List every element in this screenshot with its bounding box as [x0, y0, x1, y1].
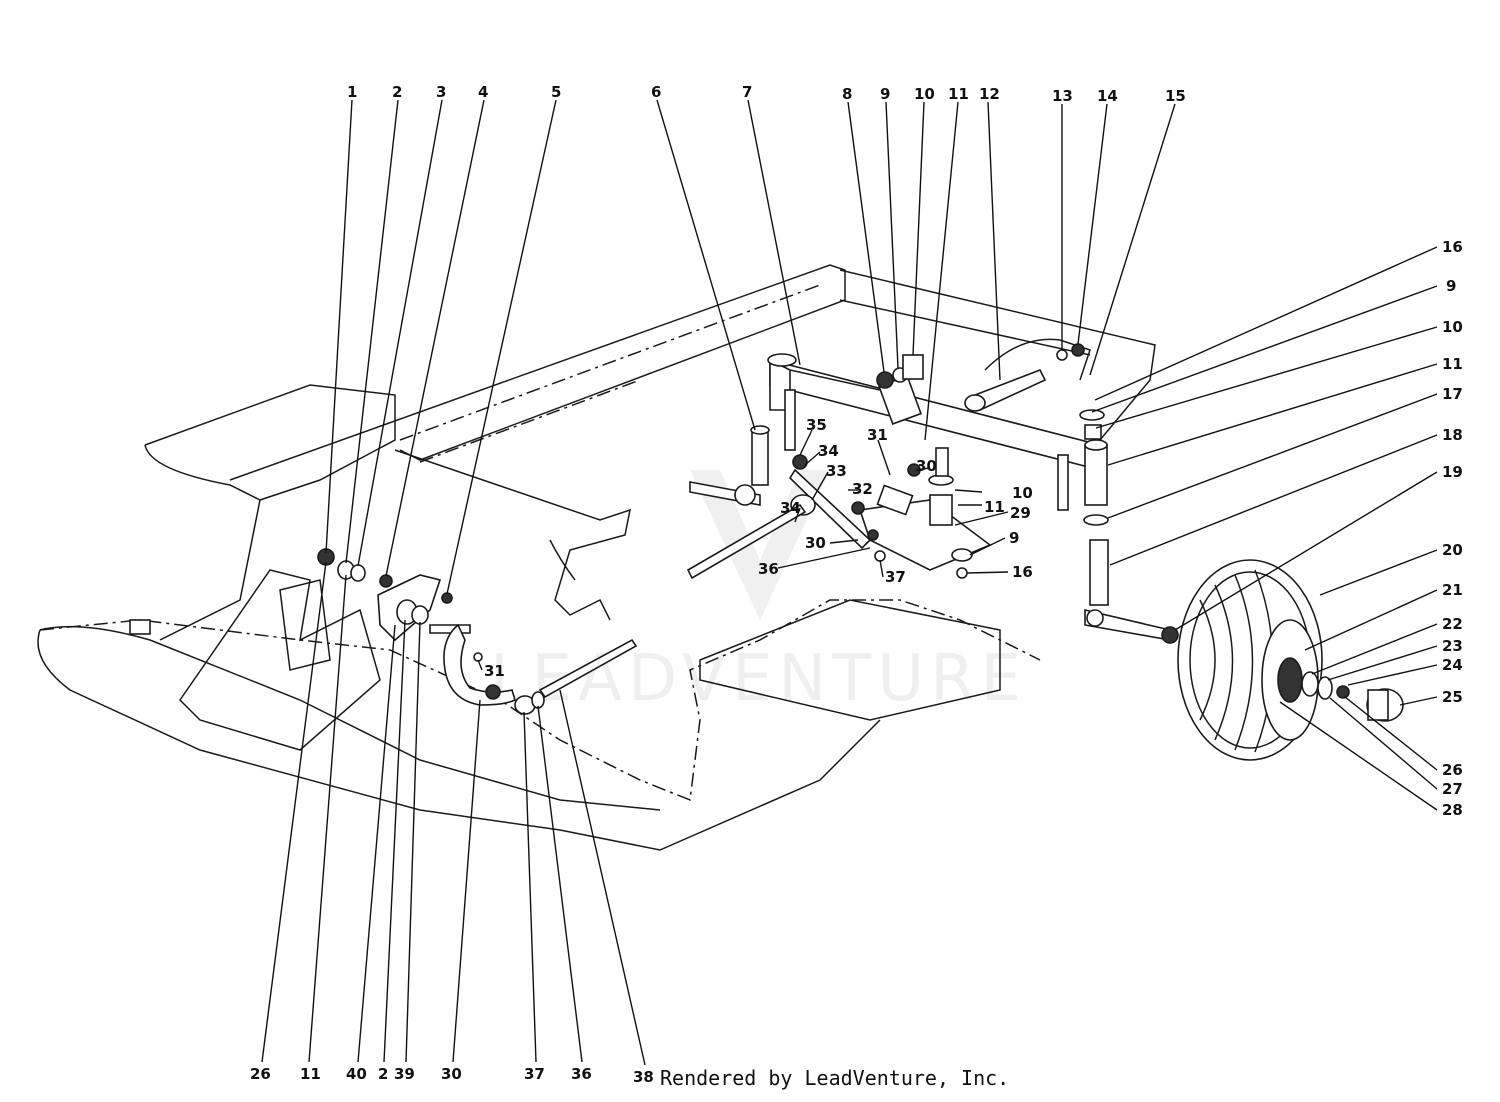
callout-33: 33	[826, 462, 847, 480]
callout-31-left: 31	[484, 662, 505, 680]
leader-lines	[261, 99, 1438, 1066]
callout-6: 6	[651, 83, 661, 101]
callout-11-right: 11	[1442, 355, 1463, 373]
callout-18-right: 18	[1442, 426, 1463, 444]
callout-27-right: 27	[1442, 780, 1463, 798]
callout-16-middle: 16	[1012, 563, 1033, 581]
callout-37-bottom: 37	[524, 1065, 545, 1083]
callout-39-bottom: 39	[394, 1065, 415, 1083]
callout-15: 15	[1165, 87, 1186, 105]
callout-16-right: 16	[1442, 238, 1463, 256]
callout-29: 29	[1010, 504, 1031, 522]
callout-37-middle: 37	[885, 568, 906, 586]
callout-10-right: 10	[1442, 318, 1463, 336]
callout-26-bottom: 26	[250, 1065, 271, 1083]
callout-28-right: 28	[1442, 801, 1463, 819]
callout-24-right: 24	[1442, 656, 1463, 674]
callout-38-bottom: 38	[633, 1068, 654, 1086]
tractor-body-outline	[37, 264, 1156, 851]
callout-4: 4	[478, 83, 488, 101]
callout-3: 3	[436, 83, 446, 101]
pedal-linkage	[317, 548, 545, 715]
callout-19-right: 19	[1442, 463, 1463, 481]
callout-32: 32	[852, 480, 873, 498]
callout-14: 14	[1097, 87, 1118, 105]
callout-34-lower: 34	[780, 499, 801, 517]
steering-linkage	[538, 425, 992, 699]
callout-25-right: 25	[1442, 688, 1463, 706]
callout-36-middle: 36	[758, 560, 779, 578]
callout-9-right: 9	[1446, 277, 1456, 295]
callout-26-right: 26	[1442, 761, 1463, 779]
right-spindle	[1079, 409, 1171, 641]
callout-1: 1	[347, 83, 357, 101]
axle-spacers	[876, 343, 1085, 389]
callout-23-right: 23	[1442, 637, 1463, 655]
callout-31-middle: 31	[867, 426, 888, 444]
callout-13: 13	[1052, 87, 1073, 105]
callout-8: 8	[842, 85, 852, 103]
callout-40-bottom: 40	[346, 1065, 367, 1083]
callout-numbers: 1 2 3 4 5 6 7 8 9 10 11 12 13 14 15 16 9…	[250, 83, 1463, 1086]
callout-35: 35	[806, 416, 827, 434]
callout-7: 7	[742, 83, 752, 101]
callout-11-bottom: 11	[300, 1065, 321, 1083]
callout-36-bottom: 36	[571, 1065, 592, 1083]
callout-10-middle: 10	[1012, 484, 1033, 502]
callout-9-middle: 9	[1009, 529, 1019, 547]
callout-21-right: 21	[1442, 581, 1463, 599]
callout-30-bottom: 30	[441, 1065, 462, 1083]
callout-2-bottom: 2	[378, 1065, 388, 1083]
pivot-bolt	[964, 338, 1091, 412]
callout-11: 11	[948, 85, 969, 103]
callout-2: 2	[392, 83, 402, 101]
callout-11-middle: 11	[984, 498, 1005, 516]
callout-5: 5	[551, 83, 561, 101]
callout-20-right: 20	[1442, 541, 1463, 559]
credit-line: Rendered by LeadVenture, Inc.	[660, 1066, 1010, 1090]
front-wheel	[1161, 559, 1323, 761]
callout-12: 12	[979, 85, 1000, 103]
callout-30-upper: 30	[916, 457, 937, 475]
callout-22-right: 22	[1442, 615, 1463, 633]
callout-17-right: 17	[1442, 385, 1463, 403]
callout-34-upper: 34	[818, 442, 839, 460]
callout-30-lower: 30	[805, 534, 826, 552]
callout-9: 9	[880, 85, 890, 103]
hub-parts	[1301, 671, 1404, 722]
callout-10: 10	[914, 85, 935, 103]
